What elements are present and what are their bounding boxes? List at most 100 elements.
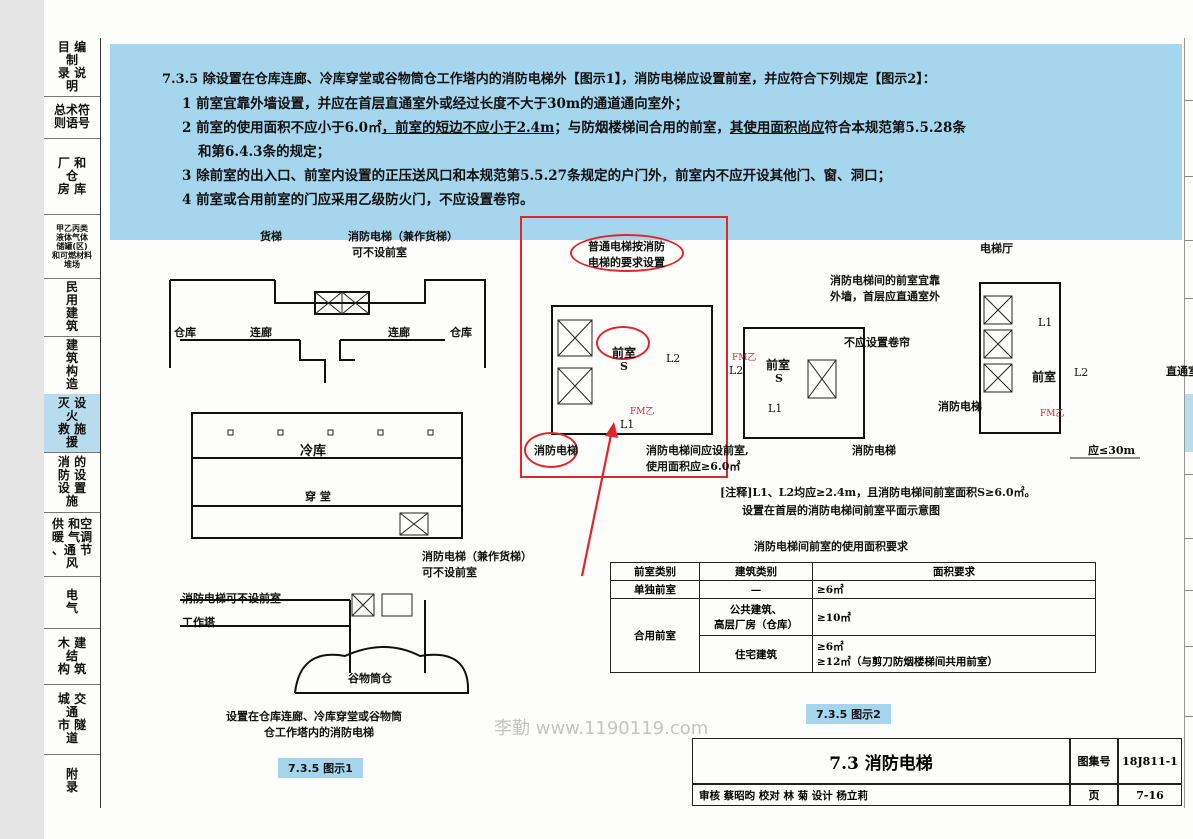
elevator-cross [557, 319, 593, 357]
clause-line: 4 前室或合用前室的门应采用乙级防火门，不应设置卷帘。 [182, 192, 534, 208]
sidebar-item-storage-tanks[interactable]: 甲乙丙类 液体气体 储罐(区) 和可燃材料 堆场 [44, 214, 100, 279]
corridor-junction [299, 340, 355, 383]
right-index-column [1184, 38, 1193, 808]
elevator-car [807, 359, 837, 399]
label-l2-right: L2 [1074, 366, 1089, 379]
cold-storage-plan [191, 412, 463, 539]
elevator-cross [983, 329, 1013, 359]
right-index-tick [1184, 590, 1193, 591]
red-highlight-oval [596, 326, 650, 360]
label-corridor-left: 连廊 [250, 326, 272, 339]
label-direct-outside: 直通室外 [1166, 365, 1193, 378]
fig2-table-title: 消防电梯间前室的使用面积要求 [754, 540, 908, 553]
elevator-car [983, 363, 1013, 393]
table-cell: — [699, 580, 813, 599]
clause-line: 3 除前室的出入口、前室内设置的正压送风口和本规范第5.5.27条规定的户门外，… [182, 168, 892, 184]
passage-elevator-cross [399, 512, 429, 536]
column [427, 429, 434, 436]
fig1-label: 7.3.5 图示1 [278, 758, 363, 778]
red-highlight-oval [570, 234, 684, 272]
sidebar-item-tunnel[interactable]: 城 交 通 市 隧 道 [44, 684, 100, 755]
viewer-left-margin [0, 0, 44, 839]
label-fire-elevator-center: 消防电梯 [534, 444, 578, 457]
elevator-cross [983, 363, 1013, 393]
signoff-row: 审核 蔡昭昀 校对 林 菊 设计 杨立莉 [692, 784, 1070, 806]
table-cell: 单独前室 [610, 580, 700, 599]
column [277, 429, 284, 436]
label-area-s-middle: S [775, 372, 783, 385]
table-row: 单独前室 — ≥6㎡ [610, 580, 1096, 599]
sidebar-item-appendix[interactable]: 附 录 [65, 767, 78, 794]
label-anteroom-area-2: 使用面积应≥6.0㎡ [646, 460, 741, 473]
label-l1-middle: L1 [768, 402, 783, 415]
label-fire-elevator-freight: 消防电梯（兼作货梯） [348, 230, 458, 243]
sidebar-item-civil[interactable]: 民 用 建 筑 [44, 278, 100, 337]
table-cell: 合用前室 [610, 598, 700, 673]
column [377, 429, 384, 436]
fig2-plan-title: 设置在首层的消防电梯间前室平面示意图 [742, 504, 940, 517]
elevator-car [557, 319, 593, 357]
sidebar-item-construction[interactable]: 建 筑 构 造 [44, 336, 100, 395]
label-area-s-center: S [620, 360, 628, 373]
right-index-tick [1184, 176, 1193, 177]
label-fire-elevator-freight-2: 消防电梯（兼作货梯） [422, 550, 532, 563]
shaft-cross [314, 291, 370, 315]
table-cell: ≥6㎡ [812, 580, 1096, 599]
content-frame: 7.3.5 除设置在仓库连廊、冷库穿堂或谷物筒仓工作塔内的消防电梯外【图示1】，… [100, 38, 1193, 808]
elevator-car [983, 329, 1013, 359]
fig2-label: 7.3.5 图示2 [806, 704, 891, 724]
label-freight-elevator: 货梯 [260, 230, 282, 243]
passage-elevator [399, 512, 429, 536]
sidebar-item-hvac[interactable]: 供 和空 暖 气调 、通 节 风 [44, 512, 100, 577]
fig1-caption-line1: 设置在仓库连廊、冷库穿堂或谷物筒 [226, 710, 402, 723]
red-highlight-oval [524, 432, 578, 468]
watermark: 李勤 www.1190119.com [494, 718, 709, 739]
label-fm-middle: FM乙 [732, 353, 757, 363]
clause-fragment: 其使用面积尚应 [729, 120, 825, 136]
label-anteroom-ext-2: 外墙，首层应直通室外 [830, 290, 940, 303]
right-index-tick [1184, 646, 1193, 647]
red-highlight-box [520, 216, 728, 478]
label-silo: 谷物筒仓 [348, 672, 392, 685]
clause-text-box: 7.3.5 除设置在仓库连廊、冷库穿堂或谷物筒仓工作塔内的消防电梯外【图示1】，… [110, 44, 1182, 240]
label-warehouse-right: 仓库 [450, 326, 472, 339]
label-l1-right: L1 [1038, 316, 1053, 329]
area-requirements-table: 前室类别 建筑类别 面积要求 单独前室 — ≥6㎡ 合用前室 公共建筑、 高层厂… [610, 562, 1096, 673]
fig1-caption-line2: 仓工作塔内的消防电梯 [264, 726, 374, 739]
label-ordinary-elevator-2: 电梯的要求设置 [588, 256, 665, 269]
label-l1-center: L1 [620, 418, 635, 431]
label-no-shutter: 不应设置卷帘 [844, 336, 910, 349]
tower-elevator [351, 593, 375, 617]
right-index-tick [1184, 538, 1193, 539]
page-title: 7.3 消防电梯 [692, 738, 1070, 784]
sidebar-item-general[interactable]: 总术符 则语号 [44, 96, 100, 139]
sidebar-item-factory[interactable]: 厂 和 仓 房 库 [44, 138, 100, 215]
fig2-note: [注释]L1、L2均应≥2.4m，且消防电梯间前室面积S≥6.0㎡。 [720, 486, 1036, 499]
label-anteroom-area-1: 消防电梯间应设前室, [646, 444, 749, 457]
table-cell: 住宅建筑 [699, 635, 813, 673]
sidebar-item-electrical[interactable]: 电 气 [44, 576, 100, 629]
column [327, 429, 334, 436]
sidebar-item-firefighting[interactable]: 灭 设 火 救 施 援 [44, 394, 100, 453]
label-cold-storage: 冷库 [300, 444, 327, 459]
label-anteroom-middle: 前室 [766, 358, 791, 372]
page-label: 页 [1070, 784, 1118, 806]
table-row: 合用前室 公共建筑、 高层厂房（仓库） ≥10㎡ [610, 598, 1096, 673]
clause-fragment: 符合本规范第5.5.28条 [824, 120, 966, 136]
label-elevator-hall: 电梯厅 [980, 242, 1013, 255]
atlas-label: 图集号 [1070, 738, 1118, 784]
label-fire-elevator-no-anteroom: 消防电梯可不设前室 [182, 592, 281, 605]
table-cell: ≥10㎡ [812, 598, 1096, 636]
sidebar-item-timber[interactable]: 木 建 结 构 筑 [44, 628, 100, 685]
sidebar-item-contents[interactable]: 目 编 制 录 说 明 [44, 38, 100, 97]
red-arrow-head [605, 422, 618, 438]
elevator-car [557, 367, 593, 405]
page-number: 7-16 [1118, 784, 1182, 806]
sidebar-item-fire-facilities[interactable]: 消 的 防 设 设 置 施 [44, 452, 100, 513]
table-row: 住宅建筑 ≥6㎡≥12㎡（与剪刀防烟楼梯间共用前室） [611, 635, 1096, 673]
red-annotation-arrow [580, 429, 614, 577]
clause-fragment: ，前室的短边不应小于2.4m [381, 120, 555, 136]
table-header-row: 前室类别 建筑类别 面积要求 [610, 562, 1096, 581]
label-anteroom-right: 前室 [1032, 370, 1057, 384]
table-cell-line: ≥6㎡ [817, 641, 844, 653]
